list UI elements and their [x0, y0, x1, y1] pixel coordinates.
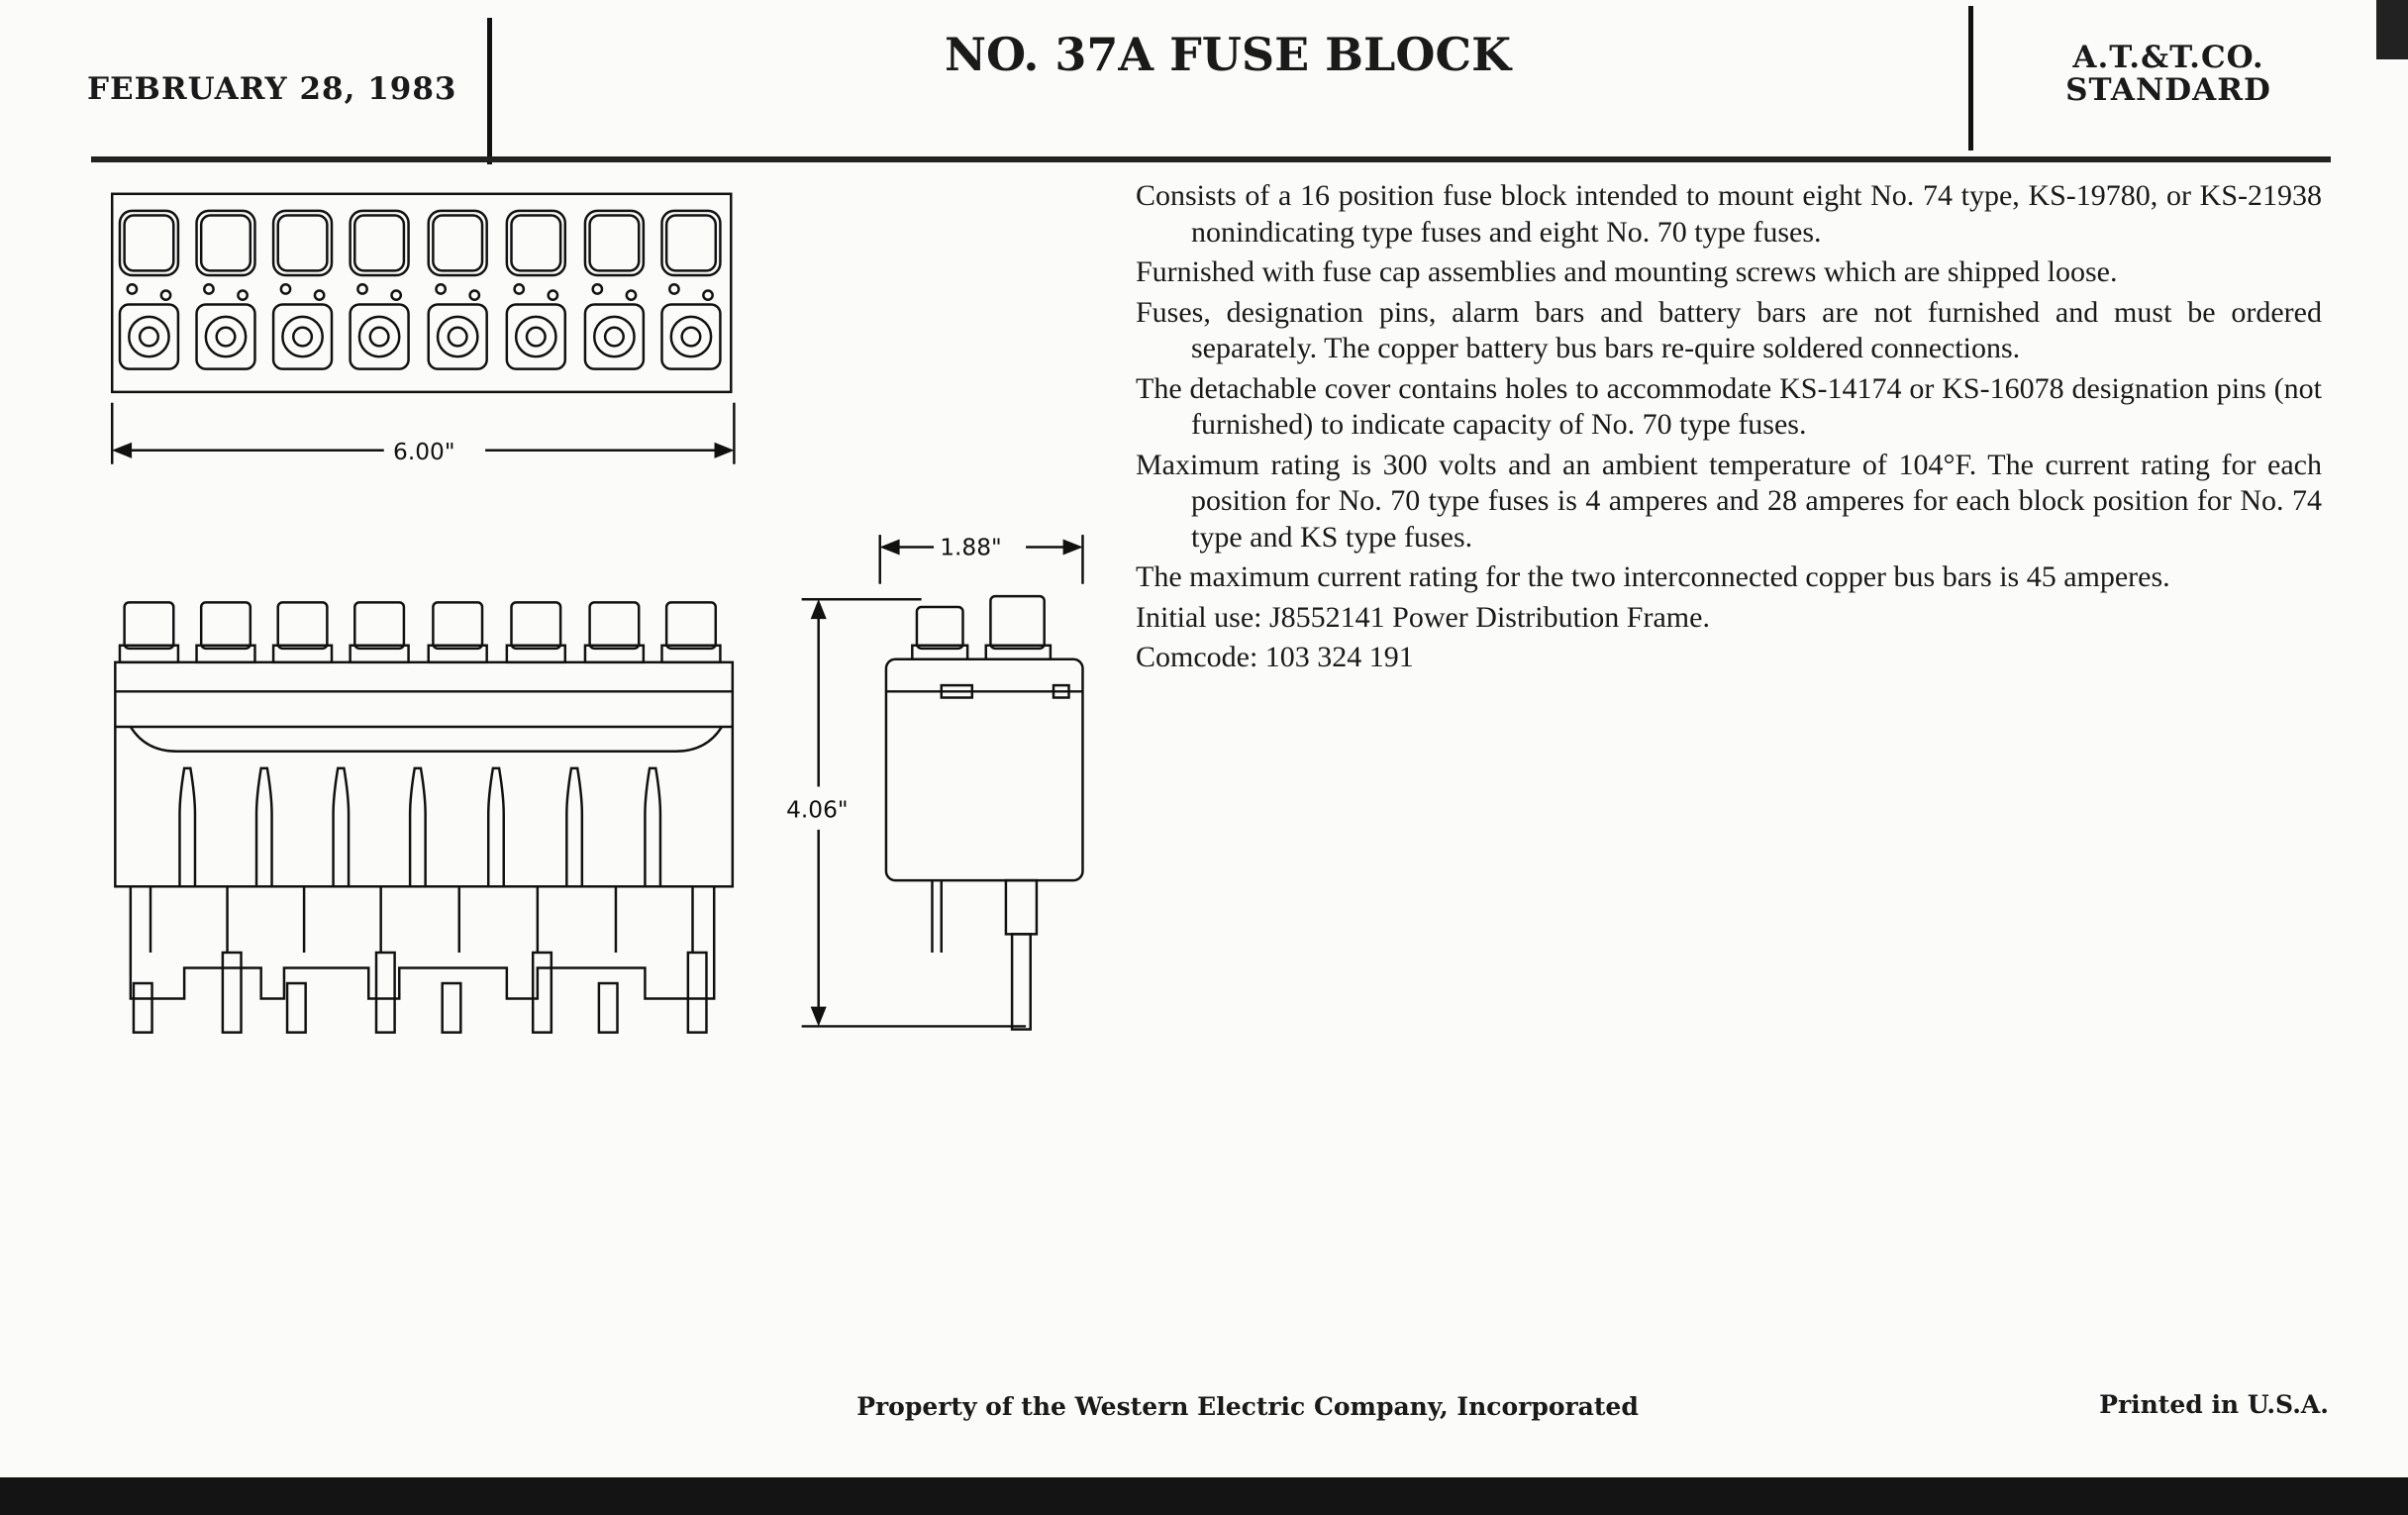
- paragraph: The detachable cover contains holes to a…: [1136, 371, 2322, 442]
- scan-edge: [2376, 0, 2408, 59]
- footer-property: Property of the Western Electric Company…: [856, 1392, 1639, 1421]
- standard-line2: STANDARD: [2065, 72, 2271, 108]
- terminal-screw: [374, 951, 396, 1034]
- fuse-cap: [432, 601, 484, 651]
- initial-use: Initial use: J8552141 Power Distribution…: [1136, 600, 1710, 634]
- fuse-socket-round: [271, 303, 334, 370]
- fuse-cap: [989, 594, 1046, 651]
- depth-label: 1.88": [940, 534, 1001, 560]
- fuse-socket: [271, 209, 334, 277]
- page-title: NO. 37A FUSE BLOCK: [944, 28, 1512, 81]
- height-dimension: 4.06": [786, 598, 1027, 1028]
- fuse-socket-round: [505, 303, 567, 370]
- fuse-socket: [583, 209, 646, 277]
- fuse-socket-round: [427, 303, 488, 370]
- header-rule: [91, 156, 2331, 162]
- terminal-screw: [285, 981, 307, 1034]
- terminal-screw: [597, 981, 619, 1034]
- fuse-socket: [118, 209, 180, 277]
- paragraph: Furnished with fuse cap assemblies and m…: [1136, 255, 2118, 288]
- fuse-cap: [123, 601, 175, 651]
- fuse-cap: [276, 601, 329, 651]
- fuse-cap: [664, 601, 718, 651]
- terminal-screw: [221, 951, 243, 1034]
- paragraph: Fuses, designation pins, alarm bars and …: [1136, 295, 2322, 365]
- fuse-socket-round: [349, 303, 410, 370]
- height-label: 4.06": [786, 796, 848, 823]
- scan-bottom-edge: [0, 1477, 2408, 1515]
- header-divider-left: [487, 18, 492, 164]
- paragraph: Consists of a 16 position fuse block int…: [1136, 179, 2322, 249]
- paragraph: The maximum current rating for the two i…: [1136, 560, 2170, 593]
- width-label: 6.00": [393, 439, 454, 465]
- fuse-socket: [427, 209, 488, 277]
- issue-date: FEBRUARY 28, 1983: [87, 71, 457, 107]
- fuse-cap: [353, 601, 406, 651]
- fuse-socket-round: [660, 303, 722, 370]
- footer-printed: Printed in U.S.A.: [2099, 1390, 2329, 1419]
- fuse-socket-round: [583, 303, 646, 370]
- side-view: [884, 594, 1084, 1031]
- standard-label: A.T.&T.CO. STANDARD: [1990, 42, 2347, 107]
- fuse-socket: [195, 209, 256, 277]
- fuse-socket: [349, 209, 410, 277]
- header-divider-right: [1968, 6, 1973, 151]
- terminal-screw: [531, 951, 553, 1034]
- front-view: [114, 601, 735, 1034]
- terminal-screw: [132, 981, 153, 1034]
- terminal-screw: [686, 951, 708, 1034]
- fuse-cap: [510, 601, 562, 651]
- fuse-socket-round: [118, 303, 180, 370]
- fuse-socket: [660, 209, 722, 277]
- paragraph: Maximum rating is 300 volts and an ambie…: [1136, 448, 2322, 554]
- standard-line1: A.T.&T.CO.: [2072, 40, 2264, 75]
- fuse-cap: [199, 601, 252, 651]
- fuse-socket-round: [195, 303, 256, 370]
- fuse-socket: [505, 209, 567, 277]
- depth-dimension: 1.88": [878, 534, 1084, 584]
- fuse-cap: [588, 601, 641, 651]
- width-dimension: 6.00": [110, 402, 736, 465]
- fuse-cap: [915, 605, 964, 651]
- comcode: Comcode: 103 324 191: [1136, 641, 1414, 673]
- terminal-screw: [441, 981, 462, 1034]
- terminal-screw: [1010, 933, 1032, 1031]
- description: Consists of a 16 position fuse block int…: [1136, 178, 2322, 680]
- top-view: [110, 192, 733, 394]
